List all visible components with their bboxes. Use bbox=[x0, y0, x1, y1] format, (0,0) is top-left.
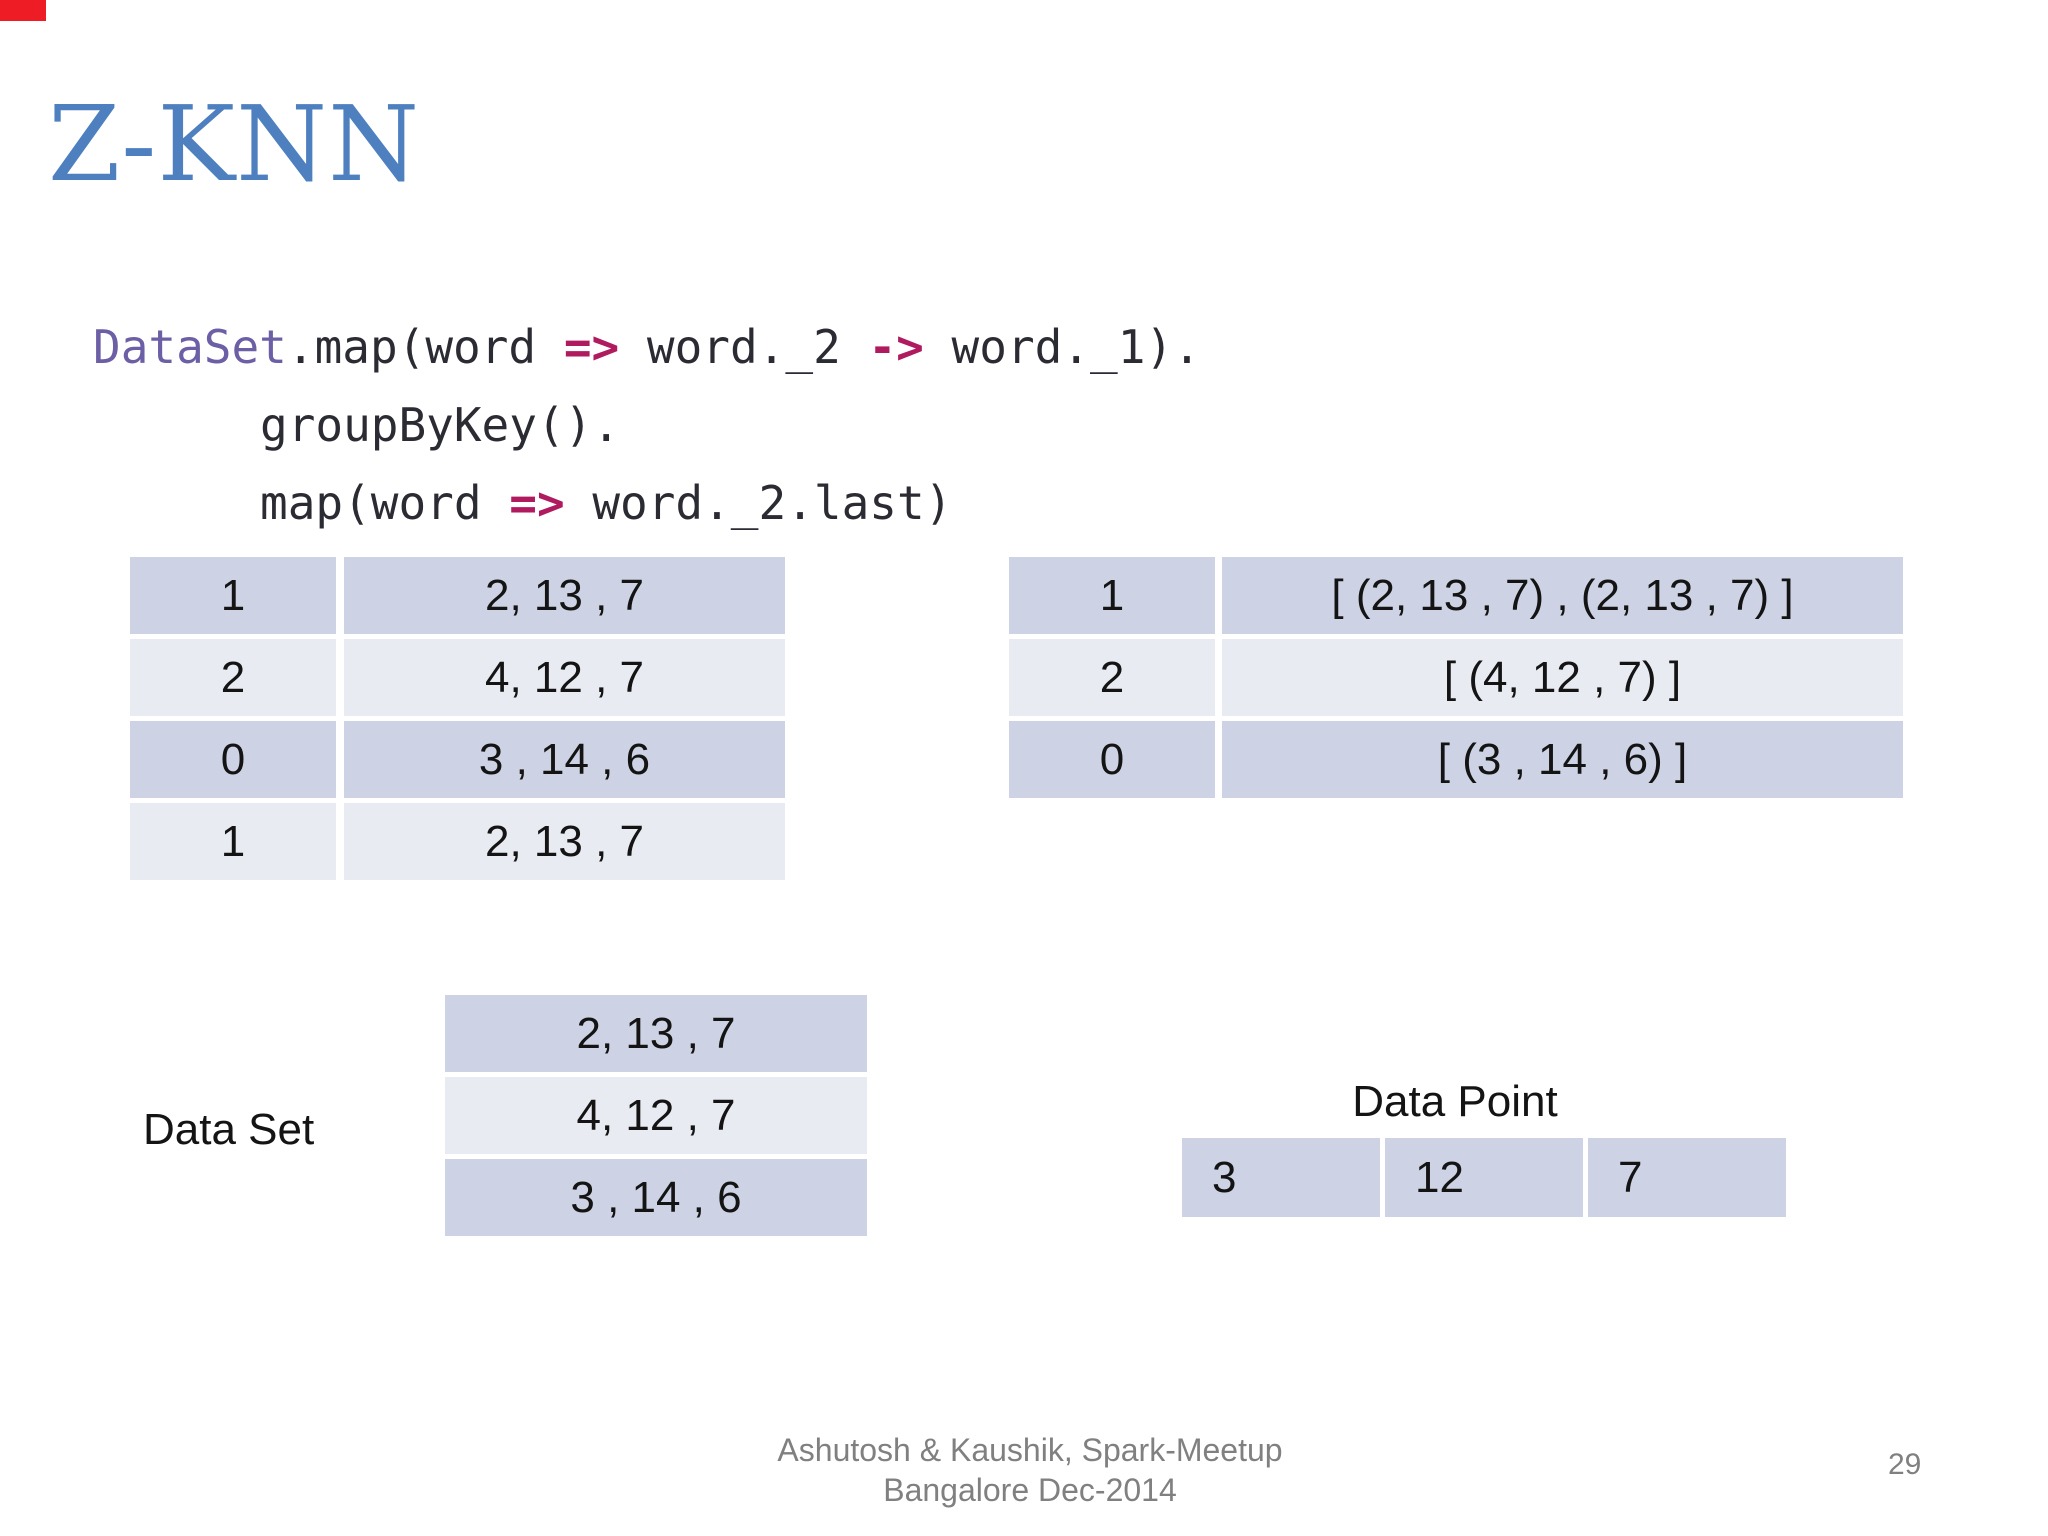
page-number: 29 bbox=[1888, 1448, 1922, 1481]
datapoint-cell: 12 bbox=[1385, 1138, 1583, 1217]
dataset-label: Data Set bbox=[143, 1105, 315, 1154]
footer-location-line: Bangalore Dec-2014 bbox=[883, 1472, 1177, 1508]
datapoint-label: Data Point bbox=[1352, 1077, 1558, 1126]
code-operator: -> bbox=[868, 320, 924, 374]
value-cell: [ (4, 12 , 7) ] bbox=[1222, 639, 1903, 716]
code-text: word._1). bbox=[923, 320, 1201, 374]
code-operator: => bbox=[563, 320, 620, 374]
key-cell: 0 bbox=[1009, 721, 1215, 798]
dataset-row-cell: 2, 13 , 7 bbox=[445, 995, 867, 1072]
value-cell: 2, 13 , 7 bbox=[344, 557, 785, 634]
value-cell: 4, 12 , 7 bbox=[344, 639, 785, 716]
red-corner-mark bbox=[0, 0, 46, 21]
key-cell: 2 bbox=[1009, 639, 1215, 716]
code-line: map(word => word._2.last) bbox=[93, 464, 1201, 542]
key-cell: 1 bbox=[130, 557, 336, 634]
footer-credit-line: Ashutosh & Kaushik, Spark-Meetup bbox=[777, 1432, 1283, 1468]
footer: Ashutosh & Kaushik, Spark-Meetup Bangalo… bbox=[700, 1430, 1360, 1510]
value-cell: 2, 13 , 7 bbox=[344, 803, 785, 880]
slide-title: Z-KNN bbox=[48, 83, 421, 205]
grouped-pairs-table: 1[ (2, 13 , 7) , (2, 13 , 7) ]2[ (4, 12 … bbox=[1009, 557, 1903, 798]
dataset-row-cell: 3 , 14 , 6 bbox=[445, 1159, 867, 1236]
datapoint-cell: 7 bbox=[1588, 1138, 1786, 1217]
code-line: DataSet.map(word => word._2 -> word._1). bbox=[93, 308, 1201, 386]
dataset-row-cell: 4, 12 , 7 bbox=[445, 1077, 867, 1154]
datapoint-cell: 3 bbox=[1182, 1138, 1380, 1217]
code-line: groupByKey(). bbox=[93, 386, 1201, 464]
key-cell: 1 bbox=[1009, 557, 1215, 634]
code-operator: => bbox=[509, 476, 565, 530]
value-cell: [ (3 , 14 , 6) ] bbox=[1222, 721, 1903, 798]
code-text: .map(word bbox=[286, 320, 564, 374]
code-text: word._2.last) bbox=[564, 476, 953, 530]
key-cell: 0 bbox=[130, 721, 336, 798]
value-cell: 3 , 14 , 6 bbox=[344, 721, 785, 798]
code-block: DataSet.map(word => word._2 -> word._1).… bbox=[93, 308, 1201, 542]
key-cell: 2 bbox=[130, 639, 336, 716]
value-cell: [ (2, 13 , 7) , (2, 13 , 7) ] bbox=[1222, 557, 1903, 634]
code-text: map(word bbox=[260, 476, 510, 530]
code-text: word._2 bbox=[619, 320, 869, 374]
code-text: groupByKey(). bbox=[260, 398, 621, 452]
key-cell: 1 bbox=[130, 803, 336, 880]
code-identifier: DataSet bbox=[93, 320, 287, 374]
